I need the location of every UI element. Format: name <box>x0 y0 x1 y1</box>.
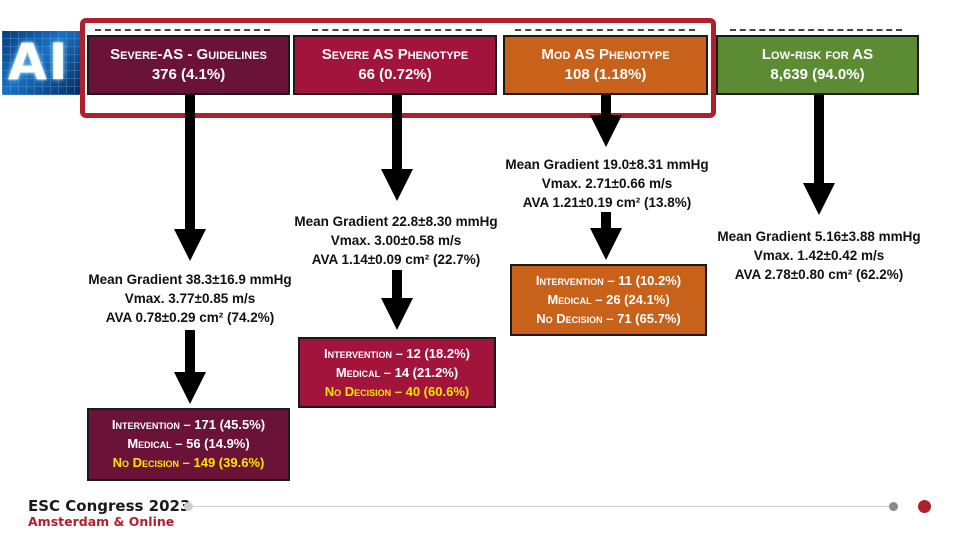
arrow-down-icon <box>174 330 206 404</box>
category-count: 8,639 (94.0%) <box>770 66 865 83</box>
mean-gradient-text: Mean Gradient 19.0±8.31 mmHg <box>505 157 709 172</box>
category-box-low-risk: Low-risk for AS 8,639 (94.0%) <box>716 35 919 95</box>
stats-block-low-risk: Mean Gradient 5.16±3.88 mmHg Vmax. 1.42±… <box>704 227 934 284</box>
slide-canvas <box>82 30 938 482</box>
category-title: Severe AS Phenotype <box>321 46 469 63</box>
ava-text: AVA 0.78±0.29 cm² (74.2%) <box>105 310 275 325</box>
ava-text: AVA 1.21±0.19 cm² (13.8%) <box>522 195 692 210</box>
ava-text: AVA 2.78±0.80 cm² (62.2%) <box>734 267 904 282</box>
stats-block-severe-guidelines: Mean Gradient 38.3±16.9 mmHg Vmax. 3.77±… <box>78 270 302 327</box>
ai-logo-text: AI <box>8 33 70 91</box>
ava-text: AVA 1.14±0.09 cm² (22.7%) <box>311 252 481 267</box>
category-count: 66 (0.72%) <box>358 66 432 83</box>
arrow-down-icon <box>803 95 835 215</box>
medical-text: Medical – 14 (21.2%) <box>335 365 459 380</box>
ai-logo: AI <box>2 31 80 95</box>
category-count: 108 (1.18%) <box>564 66 647 83</box>
mean-gradient-text: Mean Gradient 38.3±16.9 mmHg <box>88 272 292 287</box>
category-box-moderate-phenotype: Mod AS Phenotype 108 (1.18%) <box>503 35 708 95</box>
intervention-text: Intervention – 171 (45.5%) <box>111 417 266 432</box>
vmax-text: Vmax. 3.00±0.58 m/s <box>330 233 462 248</box>
footer-location: Amsterdam & Online <box>28 514 175 529</box>
footer-dot-right <box>918 500 931 513</box>
category-title: Mod AS Phenotype <box>541 46 670 63</box>
category-box-severe-phenotype: Severe AS Phenotype 66 (0.72%) <box>293 35 497 95</box>
vmax-text: Vmax. 3.77±0.85 m/s <box>124 291 256 306</box>
arrow-down-icon <box>590 95 622 147</box>
medical-text: Medical – 26 (24.1%) <box>547 292 670 307</box>
arrow-down-icon <box>174 95 206 261</box>
footer-dot-mid <box>889 502 898 511</box>
vmax-text: Vmax. 2.71±0.66 m/s <box>541 176 673 191</box>
outcome-box-severe-phenotype: Intervention – 12 (18.2%) Medical – 14 (… <box>298 337 496 408</box>
intervention-text: Intervention – 11 (10.2%) <box>535 273 682 288</box>
category-count: 376 (4.1%) <box>151 66 226 83</box>
dashed-divider <box>312 29 482 31</box>
mean-gradient-text: Mean Gradient 5.16±3.88 mmHg <box>717 229 921 244</box>
stats-block-severe-phenotype: Mean Gradient 22.8±8.30 mmHg Vmax. 3.00±… <box>282 212 510 269</box>
vmax-text: Vmax. 1.42±0.42 m/s <box>753 248 885 263</box>
no-decision-text: No Decision – 71 (65.7%) <box>536 311 681 326</box>
category-box-severe-guidelines: Severe-AS - Guidelines 376 (4.1%) <box>87 35 290 95</box>
arrow-down-icon <box>381 270 413 330</box>
category-title: Low-risk for AS <box>761 46 874 63</box>
dashed-divider <box>730 29 902 31</box>
no-decision-text: No Decision – 40 (60.6%) <box>324 384 470 399</box>
circuit-pattern <box>2 31 80 95</box>
outcome-box-moderate-phenotype: Intervention – 11 (10.2%) Medical – 26 (… <box>510 264 707 336</box>
footer-congress-title: ESC Congress 2023 <box>28 497 191 515</box>
arrow-down-icon <box>590 212 622 260</box>
arrow-down-icon <box>381 95 413 201</box>
footer-progress-line <box>188 506 892 507</box>
dashed-divider <box>515 29 695 31</box>
stats-block-moderate-phenotype: Mean Gradient 19.0±8.31 mmHg Vmax. 2.71±… <box>493 155 721 212</box>
mean-gradient-text: Mean Gradient 22.8±8.30 mmHg <box>294 214 498 229</box>
intervention-text: Intervention – 12 (18.2%) <box>324 346 470 361</box>
category-title: Severe-AS - Guidelines <box>110 46 267 63</box>
outcome-box-severe-guidelines: Intervention – 171 (45.5%) Medical – 56 … <box>87 408 290 481</box>
dashed-divider <box>95 29 270 31</box>
medical-text: Medical – 56 (14.9%) <box>127 436 250 451</box>
no-decision-text: No Decision – 149 (39.6%) <box>112 455 265 470</box>
